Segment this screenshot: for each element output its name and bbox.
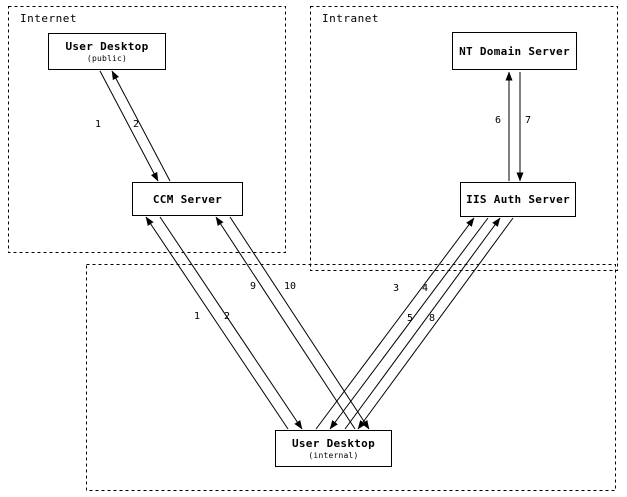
edge-label-edge-5: 5 bbox=[407, 313, 414, 324]
node-user-desktop-internal[interactable]: User Desktop(internal) bbox=[275, 430, 392, 467]
connector-edge-1 bbox=[99, 70, 159, 182]
edge-label-edge-8: 8 bbox=[429, 313, 436, 324]
node-nt-domain-server[interactable]: NT Domain Server bbox=[452, 32, 577, 70]
edges-group bbox=[99, 70, 524, 430]
node-title-nt-domain-server: NT Domain Server bbox=[459, 44, 570, 58]
connector-edge-10 bbox=[229, 216, 370, 430]
edge-label-edge-1b: 1 bbox=[194, 311, 201, 322]
connector-edge-1b bbox=[145, 216, 289, 430]
zone-boundary-intranet bbox=[310, 6, 618, 271]
edge-label-edge-3: 3 bbox=[393, 283, 400, 294]
connector-edge-2b bbox=[159, 216, 303, 430]
edge-label-edge-2: 2 bbox=[133, 119, 140, 130]
node-title-ccm-server: CCM Server bbox=[152, 192, 223, 206]
node-ccm-server[interactable]: CCM Server bbox=[132, 182, 243, 216]
connector-edge-4 bbox=[329, 217, 489, 430]
zone-label-intranet: Intranet bbox=[322, 12, 379, 25]
node-title-user-desktop-public: User Desktop bbox=[65, 39, 149, 53]
connector-edge-9 bbox=[215, 216, 356, 430]
node-subtitle-user-desktop-public: (public) bbox=[86, 53, 128, 63]
node-user-desktop-public[interactable]: User Desktop(public) bbox=[48, 33, 166, 70]
node-iis-auth-server[interactable]: IIS Auth Server bbox=[460, 182, 576, 217]
connector-edge-5 bbox=[344, 217, 501, 430]
connector-edge-8 bbox=[357, 217, 514, 430]
edge-label-edge-6: 6 bbox=[495, 115, 502, 126]
node-title-iis-auth-server: IIS Auth Server bbox=[466, 193, 570, 206]
edge-label-edge-9: 9 bbox=[250, 281, 257, 292]
zone-boundary-internal-lan bbox=[86, 264, 616, 491]
edge-label-edge-2b: 2 bbox=[224, 311, 231, 322]
zone-boundary-internet bbox=[8, 6, 286, 253]
node-subtitle-user-desktop-internal: (internal) bbox=[308, 450, 359, 460]
node-title-user-desktop-internal: User Desktop bbox=[291, 436, 376, 450]
edge-label-edge-1: 1 bbox=[95, 119, 102, 130]
edge-label-edge-10: 10 bbox=[284, 281, 297, 292]
edge-label-edge-7: 7 bbox=[525, 115, 532, 126]
zone-label-internet: Internet bbox=[20, 12, 77, 25]
zones-group bbox=[8, 6, 618, 491]
edge-label-edge-4: 4 bbox=[422, 283, 429, 294]
connector-edge-3 bbox=[315, 217, 475, 430]
connector-edge-2 bbox=[111, 70, 171, 182]
